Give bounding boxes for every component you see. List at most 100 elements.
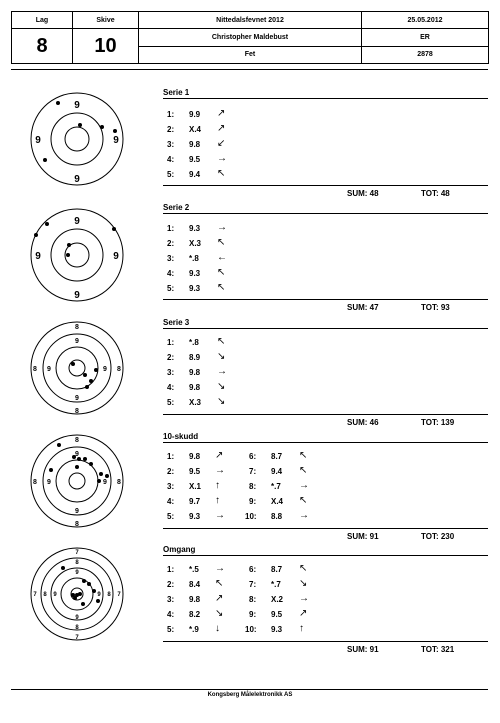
- event-date: 25.05.2012: [361, 11, 489, 29]
- section-title-underline: [163, 328, 488, 329]
- shot-hole: [105, 474, 109, 478]
- ring-label: 9: [35, 135, 41, 146]
- ring-label: 7: [75, 635, 79, 641]
- shot-hole: [113, 129, 117, 133]
- direction-arrow-icon: ↖: [215, 578, 224, 589]
- direction-arrow-icon: ↗: [217, 123, 226, 134]
- shot-hole: [49, 468, 53, 472]
- shot-hole: [112, 227, 116, 231]
- shot-hole: [89, 379, 93, 383]
- shooter-class: ER: [361, 28, 489, 47]
- shot-hole: [72, 455, 76, 459]
- direction-arrow-icon: ↖: [299, 465, 308, 476]
- direction-arrow-icon: ↘: [215, 608, 224, 619]
- ring-label: 9: [47, 366, 51, 373]
- section-title-underline: [163, 213, 488, 214]
- ring-label: 8: [117, 479, 121, 486]
- ring-label: 7: [75, 550, 79, 556]
- ring-label: 8: [33, 479, 37, 486]
- direction-arrow-icon: ↖: [217, 168, 226, 179]
- ring-label: 9: [75, 508, 79, 515]
- ring-label: 9: [75, 451, 79, 458]
- skive-value: 10: [72, 28, 139, 64]
- section-title-underline: [163, 555, 488, 556]
- shot-hole: [67, 243, 71, 247]
- ring-label: 8: [75, 560, 79, 566]
- direction-arrow-icon: →: [299, 510, 309, 521]
- sum-divider: [163, 414, 488, 415]
- ring-label: 8: [75, 437, 79, 444]
- series-sum: SUM: 46: [347, 418, 379, 427]
- ring-label: 9: [97, 592, 101, 598]
- direction-arrow-icon: →: [215, 465, 225, 476]
- series-sum: SUM: 91: [347, 645, 379, 654]
- ring-label: 9: [75, 338, 79, 345]
- target-10-skudd: 8 8 8 8 9 9 9 9: [30, 434, 124, 528]
- section-title: Omgang: [163, 545, 196, 554]
- direction-arrow-icon: ↖: [217, 267, 226, 278]
- section-title: Serie 3: [163, 318, 190, 327]
- ring-label: 8: [75, 521, 79, 528]
- event-name: Nittedalsfevnet 2012: [138, 11, 362, 29]
- ring-label: 9: [74, 100, 80, 111]
- shooter-number: 2878: [361, 45, 489, 64]
- shot-hole: [34, 233, 38, 237]
- direction-arrow-icon: ↘: [217, 351, 226, 362]
- direction-arrow-icon: ↑: [215, 480, 220, 491]
- shot-hole: [78, 123, 82, 127]
- footer-divider: [11, 689, 488, 690]
- shot-hole: [82, 579, 86, 583]
- ring-label: 8: [107, 592, 111, 598]
- direction-arrow-icon: →: [217, 153, 227, 164]
- running-total: TOT: 93: [421, 303, 450, 312]
- shooter-club: Fet: [138, 45, 362, 64]
- direction-arrow-icon: →: [215, 510, 225, 521]
- ring-label: 8: [75, 324, 79, 331]
- ring-label: 8: [43, 592, 47, 598]
- header-divider: [11, 69, 488, 70]
- direction-arrow-icon: ↗: [215, 593, 224, 604]
- direction-arrow-icon: ↙: [217, 138, 226, 149]
- direction-arrow-icon: →: [217, 366, 227, 377]
- shot-hole: [85, 385, 89, 389]
- ring-label: 9: [103, 366, 107, 373]
- ring-label: 9: [74, 174, 80, 185]
- footer-text: Kongsberg Målelektronikk AS: [207, 692, 293, 698]
- section-title: Serie 2: [163, 203, 190, 212]
- running-total: TOT: 139: [421, 418, 455, 427]
- ring-label: 9: [75, 615, 79, 621]
- sum-divider: [163, 185, 488, 186]
- running-total: TOT: 230: [421, 532, 455, 541]
- ring-label: 9: [75, 570, 79, 576]
- direction-arrow-icon: ↑: [299, 623, 304, 634]
- direction-arrow-icon: ↖: [217, 282, 226, 293]
- running-total: TOT: 321: [421, 645, 455, 654]
- shot-hole: [45, 222, 49, 226]
- shooter-name: Christopher Maldebust: [138, 28, 362, 47]
- direction-arrow-icon: ↖: [299, 563, 308, 574]
- direction-arrow-icon: →: [299, 480, 309, 491]
- shot-hole: [81, 602, 85, 606]
- shot-hole: [94, 368, 98, 372]
- ring-label: 7: [117, 592, 121, 598]
- direction-arrow-icon: ↓: [215, 623, 220, 634]
- shot-hole: [71, 362, 75, 366]
- ring-label: 9: [75, 395, 79, 402]
- section-title-underline: [163, 442, 488, 443]
- direction-arrow-icon: ↖: [217, 237, 226, 248]
- section-title-underline: [163, 98, 488, 99]
- ring-label: 9: [74, 290, 80, 301]
- shot-hole: [75, 465, 79, 469]
- direction-arrow-icon: ↘: [299, 578, 308, 589]
- shot-hole: [97, 479, 101, 483]
- ring-label: 9: [47, 479, 51, 486]
- direction-arrow-icon: →: [215, 563, 225, 574]
- direction-arrow-icon: ↘: [217, 381, 226, 392]
- direction-arrow-icon: ↗: [215, 450, 224, 461]
- ring-label: 9: [53, 592, 57, 598]
- shot-hole: [61, 566, 65, 570]
- ring-label: 9: [113, 251, 119, 262]
- section-title: 10-skudd: [163, 432, 199, 441]
- shot-hole: [66, 253, 70, 257]
- direction-arrow-icon: ↖: [299, 450, 308, 461]
